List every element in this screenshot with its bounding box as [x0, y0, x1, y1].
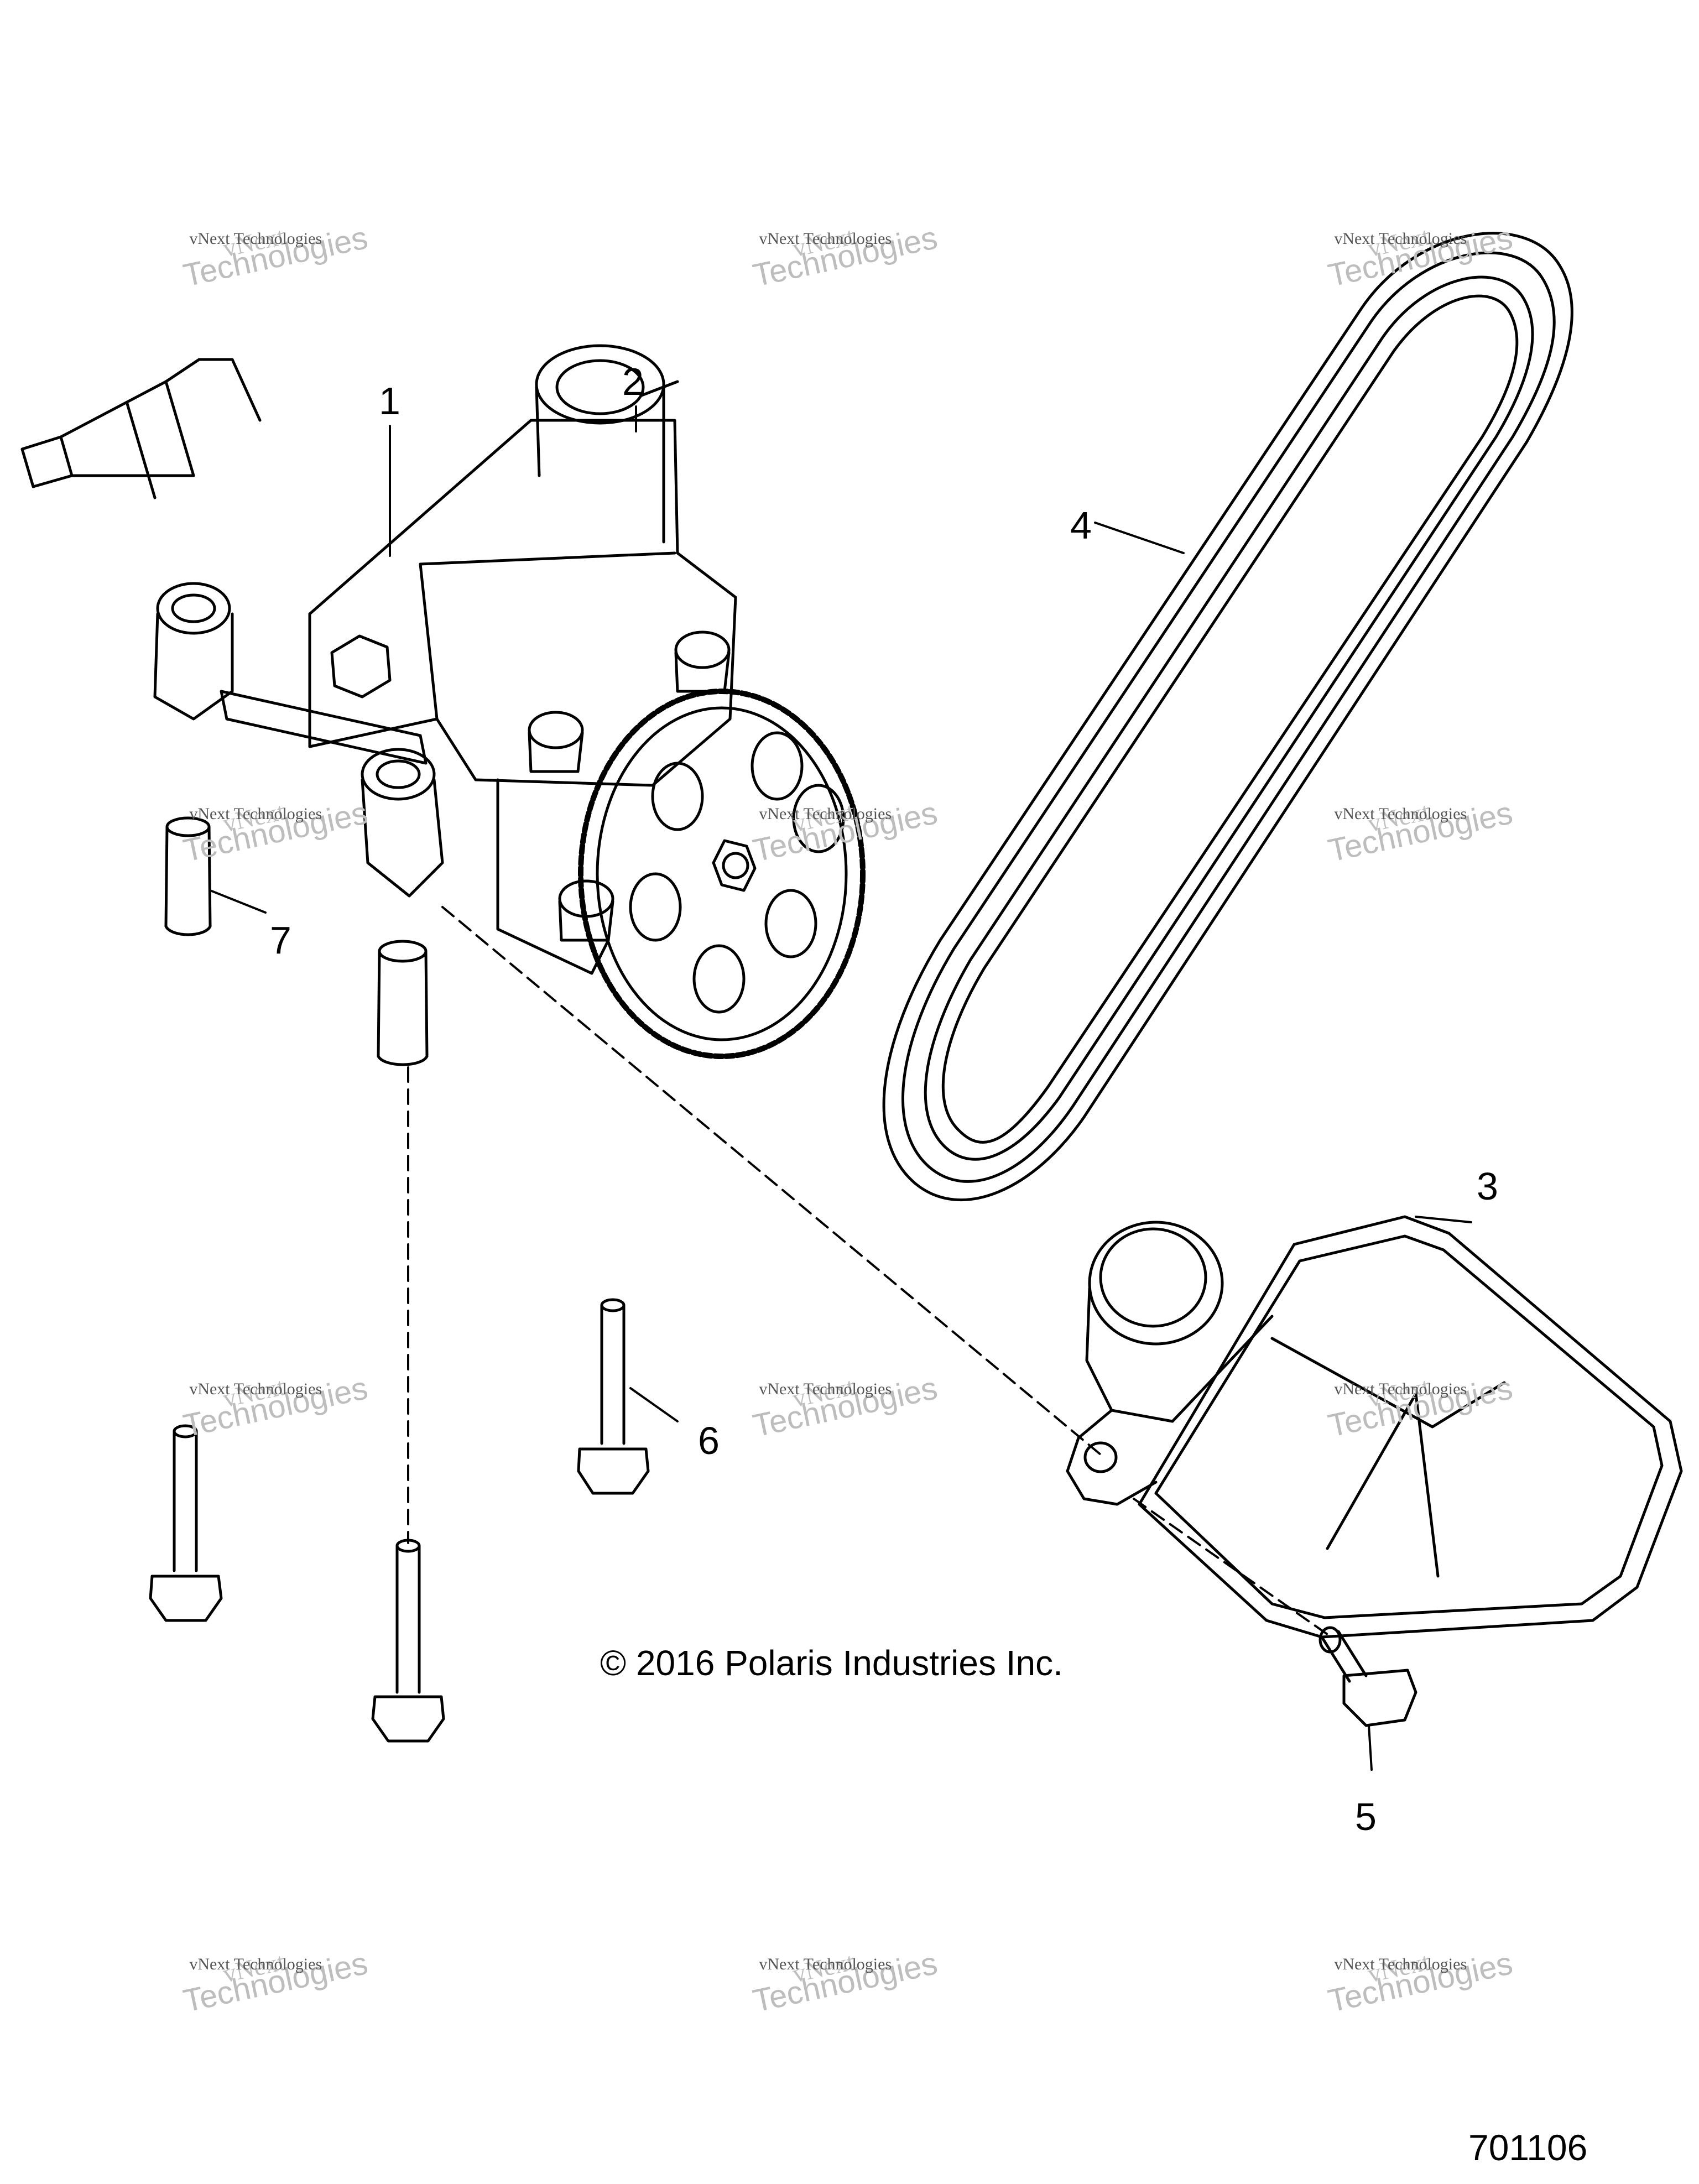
callout-5: 5 — [1355, 1795, 1377, 1838]
leader-lines — [209, 405, 1472, 1771]
callout-4: 4 — [1070, 504, 1092, 547]
bolts — [149, 1298, 1417, 1743]
drive-belt — [882, 232, 1573, 1202]
copyright-notice: © 2016 Polaris Industries Inc. — [600, 1643, 1063, 1683]
callout-2: 2 — [622, 360, 644, 403]
callout-1: 1 — [379, 379, 400, 423]
oil-pump-assembly — [20, 344, 737, 975]
drawing-number: 701106 — [1468, 2127, 1588, 2168]
oil-pickup-screen — [1066, 1215, 1683, 1639]
dowel-pins — [164, 816, 429, 1066]
callout-6: 6 — [698, 1419, 720, 1462]
callout-3: 3 — [1477, 1165, 1498, 1208]
drive-sprocket — [578, 689, 866, 1059]
alignment-lines — [407, 906, 1328, 1635]
callout-7: 7 — [270, 919, 291, 962]
